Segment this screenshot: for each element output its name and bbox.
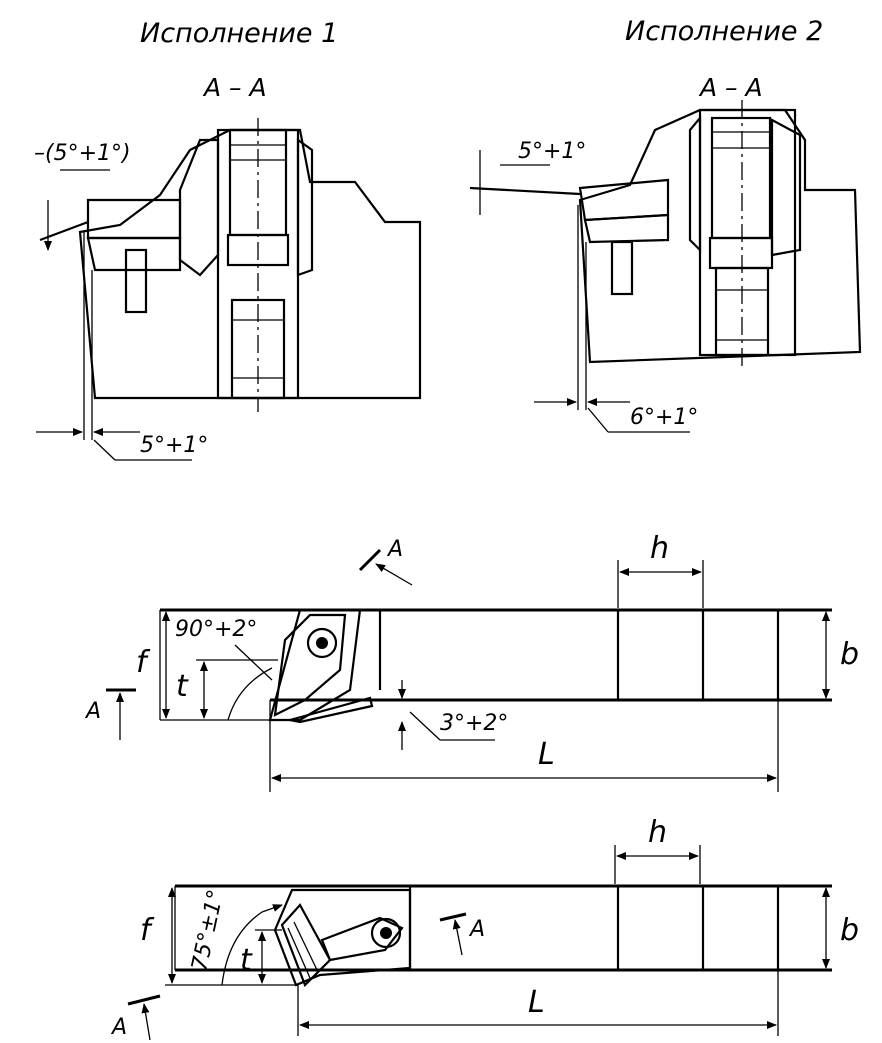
tool1-dim-f: f bbox=[136, 645, 151, 680]
variant2-section: Исполнение 2 А – А 5°+1° 6°+1° bbox=[469, 16, 862, 433]
variant2-clamp bbox=[688, 114, 702, 253]
tool1-dim-b: b bbox=[840, 637, 859, 672]
variant2-pin bbox=[610, 240, 634, 296]
tool1-dim-h: h bbox=[650, 531, 669, 566]
variant2-screw-upper bbox=[710, 116, 772, 240]
tool2-plan: h b L f t 75°±1° А А bbox=[110, 815, 859, 1041]
tool1-section-hatch bbox=[616, 608, 705, 702]
variant1-clamp bbox=[178, 138, 220, 277]
tool2-insert bbox=[280, 903, 332, 987]
variant2-angle-top: 5°+1° bbox=[518, 139, 586, 164]
tool2-dim-h: h bbox=[648, 815, 667, 850]
tool1-angle-back: 3°+2° bbox=[440, 711, 508, 736]
tool2-section-mark-right: А bbox=[468, 917, 485, 942]
variant1-shim bbox=[86, 236, 182, 272]
variant1-pin bbox=[124, 248, 148, 314]
tool2-clamp bbox=[320, 916, 404, 962]
tool1-insert bbox=[273, 613, 347, 717]
tool2-dim-b: b bbox=[840, 913, 859, 948]
tool2-dim-L: L bbox=[528, 985, 545, 1020]
variant1-angle-top: –(5°+1°) bbox=[34, 141, 131, 166]
variant2-screw-collar bbox=[708, 236, 774, 270]
tool1-section-mark-left: А bbox=[84, 699, 101, 724]
variant1-title: Исполнение 1 bbox=[140, 18, 338, 49]
variant2-shim bbox=[583, 213, 670, 244]
variant2-section-label: А – А bbox=[698, 73, 763, 102]
tool1-dim-L: L bbox=[538, 737, 555, 772]
variant1-holder-body bbox=[78, 128, 422, 400]
tool2-section-mark-left: А bbox=[110, 1015, 127, 1040]
variant2-bore bbox=[698, 108, 797, 357]
tool2-section-hatch bbox=[616, 884, 705, 972]
tool1-dim-t: t bbox=[176, 669, 189, 704]
tool2-clamp-screw bbox=[370, 917, 402, 949]
variant1-insert bbox=[86, 198, 182, 240]
variant1-section-label: А – А bbox=[202, 73, 267, 102]
variant1-section: Исполнение 1 А – А –(5°+1°) 5°+1° bbox=[34, 18, 422, 461]
tool1-clamp-screw bbox=[306, 627, 338, 659]
tool2-dim-t: t bbox=[240, 943, 253, 978]
tool2-angle-main: 75°±1° bbox=[187, 887, 229, 973]
tool1-angle-main: 90°+2° bbox=[175, 617, 257, 642]
tool1-plan: h b L f t 90°+2° 3°+2° А bbox=[84, 531, 859, 792]
variant1-angle-bottom: 5°+1° bbox=[140, 433, 208, 458]
variant2-title: Исполнение 2 bbox=[625, 16, 823, 47]
tool1-section-mark-top: А bbox=[386, 537, 403, 562]
tool2-dim-f: f bbox=[140, 913, 155, 948]
variant2-angle-bottom: 6°+1° bbox=[630, 405, 698, 430]
